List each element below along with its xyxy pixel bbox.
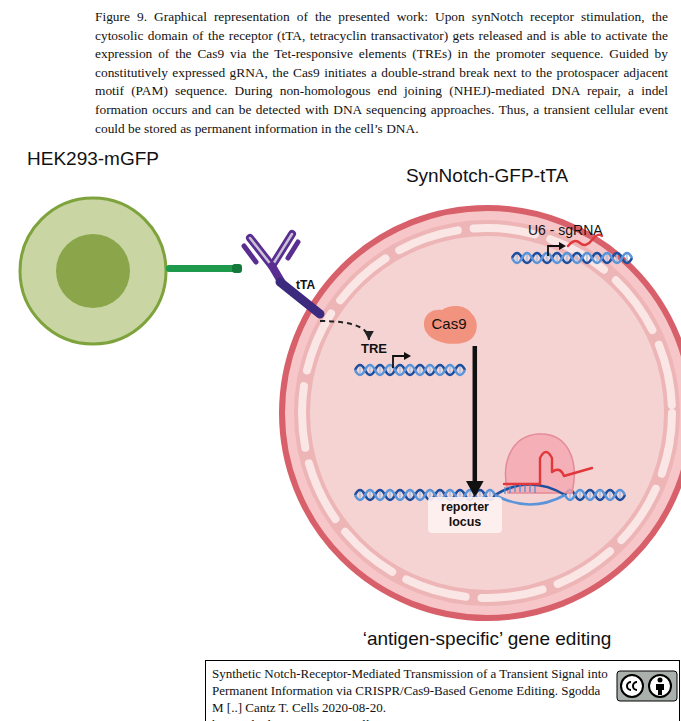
receptor-symbol	[250, 234, 292, 266]
citation-box: Synthetic Notch-Receptor-Mediated Transm…	[205, 660, 680, 721]
ligand-rod	[166, 264, 242, 273]
ligand-rod	[166, 265, 240, 272]
receiver-cell: SynNotch-GFP-tTAtTATRECas9reporter locus	[279, 205, 681, 621]
cell-outline	[20, 198, 166, 344]
figure-label: ‘antigen-specific’ gene editing	[279, 628, 681, 650]
receptor-symbol	[244, 234, 298, 283]
node-text: HEK293-mGFP	[0, 148, 198, 170]
receptor-symbol	[244, 246, 256, 262]
cell-outline	[282, 208, 681, 618]
node-subtext: https://dx.doi.org/10.3390/cells9091929	[212, 716, 673, 721]
gene-label: U6 - sgRNA	[528, 222, 648, 239]
cell-outline	[18, 196, 168, 346]
node-text: TRE	[357, 340, 391, 358]
sender-cell: HEK293-mGFP	[18, 196, 168, 346]
locus-box: reporter locus	[428, 497, 502, 533]
cell-outline	[302, 228, 672, 598]
node-text: reporter locus	[428, 497, 502, 530]
node-text: Cas9	[418, 302, 480, 346]
figure-caption: Figure 9. Graphical representation of th…	[95, 8, 668, 138]
node-text: SynNotch-GFP-tTA	[279, 165, 681, 187]
node-text: Synthetic Notch-Receptor-Mediated Transm…	[212, 665, 673, 716]
cell-outline	[279, 205, 681, 621]
cell-outline	[56, 234, 130, 308]
receptor-symbol	[288, 242, 298, 258]
receptor-domain: tTA	[276, 276, 326, 321]
ligand-rod	[232, 264, 242, 273]
receptor-symbol	[250, 234, 292, 266]
promoter-box: TRE	[357, 340, 391, 358]
cell-outline	[302, 228, 672, 598]
protein-blob: Cas9	[418, 302, 480, 346]
node-text: tTA	[296, 278, 315, 292]
